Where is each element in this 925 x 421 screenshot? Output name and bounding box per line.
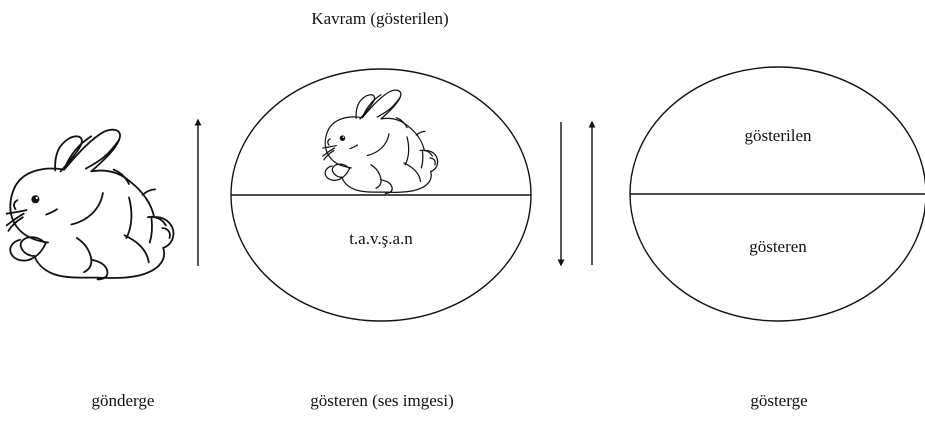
referent-label: gönderge (92, 391, 155, 410)
left-sign-ellipse: t.a.v.ş.a.n (230, 68, 532, 322)
signifier-text: gösteren (749, 237, 807, 256)
rabbit-icon (322, 89, 439, 194)
sign-label: gösterge (750, 391, 807, 410)
sound-image-label: gösteren (ses imgesi) (310, 391, 454, 410)
concept-title: Kavram (gösterilen) (311, 9, 448, 28)
sound-image-text: t.a.v.ş.a.n (349, 229, 413, 248)
rabbit-icon (5, 128, 175, 281)
left-rabbit-referent (5, 128, 175, 281)
right-sign-ellipse: gösterilen gösteren (629, 66, 925, 322)
signified-text: gösterilen (744, 126, 812, 145)
